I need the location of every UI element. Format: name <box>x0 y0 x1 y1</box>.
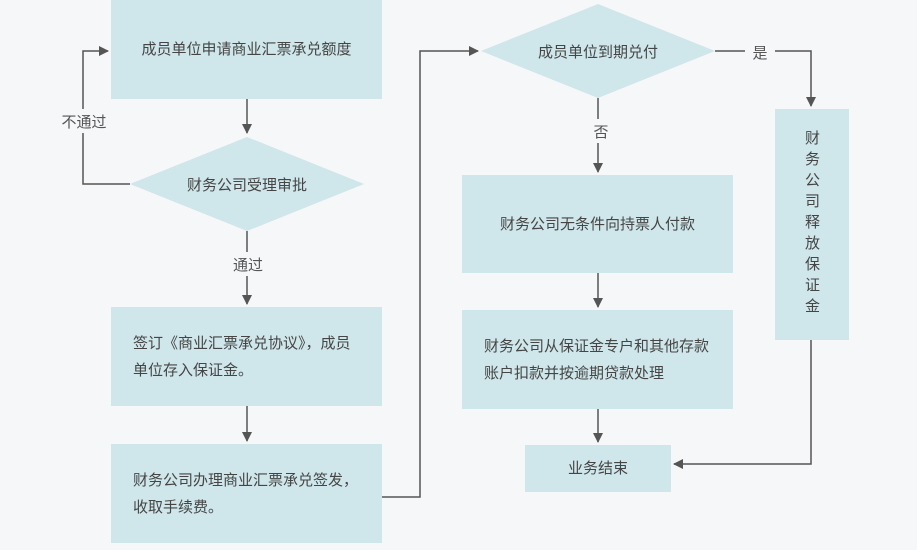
end-node: 业务结束 <box>525 445 671 492</box>
pay-node: 财务公司无条件向持票人付款 <box>462 175 733 273</box>
connector-issue-due <box>382 46 479 498</box>
edge-label-not-pass: 不通过 <box>56 109 112 133</box>
review-node-label: 财务公司受理审批 <box>186 175 307 194</box>
release-node: 财务公司释放保证金 <box>775 109 849 340</box>
end-node-label: 业务结束 <box>567 459 628 477</box>
apply-node-label: 成员单位申请商业汇票承兑额度 <box>141 40 352 58</box>
sign-node: 签订《商业汇票承兑协议》，成员单位存入保证金。 <box>111 307 382 406</box>
edge-label-pass: 通过 <box>226 252 270 276</box>
review-diamond <box>130 137 364 231</box>
connector-release-end <box>673 340 812 469</box>
release-node-label: 财务公司释放保证金 <box>803 130 821 319</box>
pay-node-label: 财务公司无条件向持票人付款 <box>499 214 695 233</box>
edge-label-no: 否 <box>585 119 617 143</box>
due-diamond <box>481 4 715 98</box>
issue-node: 财务公司办理商业汇票承兑签发，收取手续费。 <box>111 444 382 543</box>
deduct-node-label: 财务公司从保证金专户和其他存款账户扣款并按逾期贷款处理 <box>484 336 710 382</box>
sign-node-label: 签订《商业汇票承兑协议》，成员单位存入保证金。 <box>133 333 351 379</box>
due-node-label: 成员单位到期兑付 <box>537 42 658 61</box>
edge-label-yes: 是 <box>745 40 775 64</box>
deduct-node: 财务公司从保证金专户和其他存款账户扣款并按逾期贷款处理 <box>462 310 733 409</box>
issue-node-label: 财务公司办理商业汇票承兑签发，收取手续费。 <box>133 470 359 516</box>
apply-node: 成员单位申请商业汇票承兑额度 <box>111 0 382 99</box>
